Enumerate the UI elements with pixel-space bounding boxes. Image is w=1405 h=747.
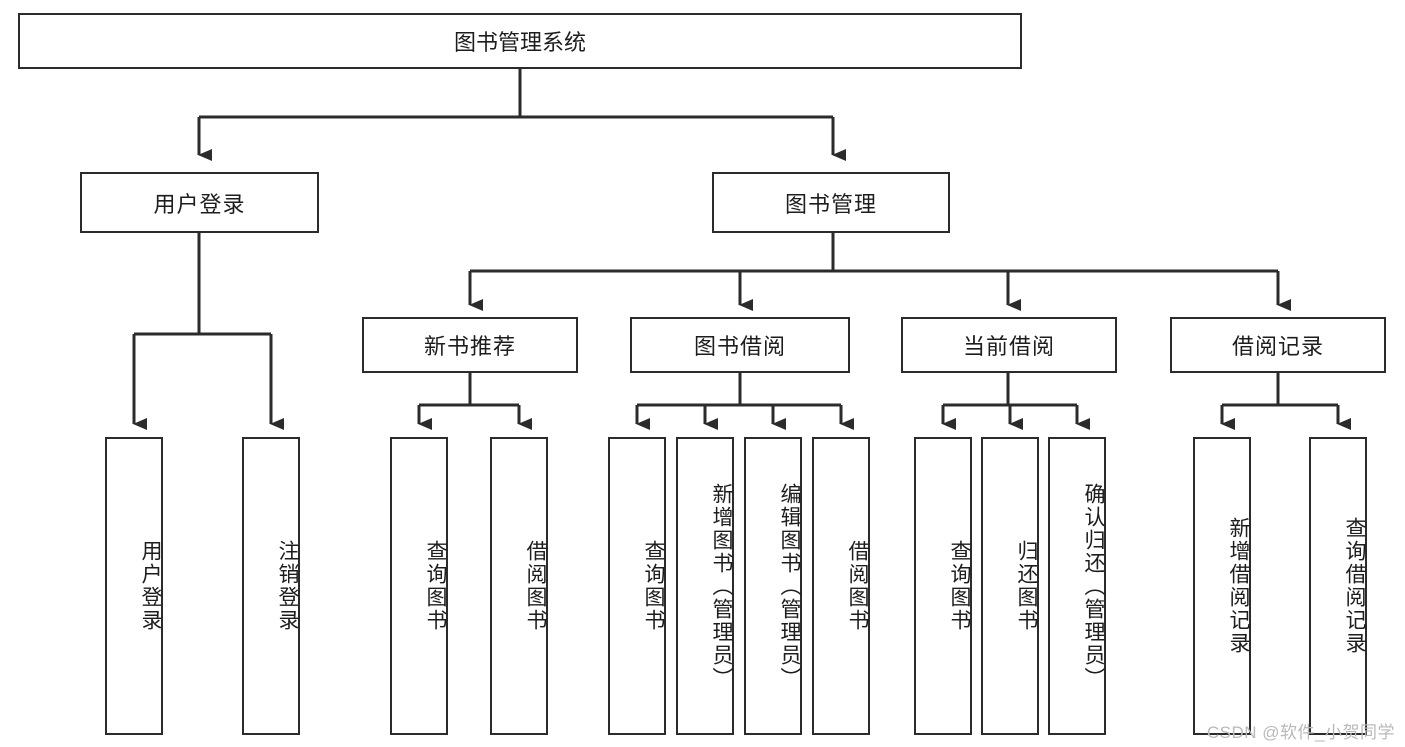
node-leaf-query-record[interactable]: 查询借阅记录 bbox=[1309, 437, 1367, 735]
node-leaf-confirm-return[interactable]: 确认归还（管理员） bbox=[1048, 437, 1106, 735]
node-leaf-query-book-3-label: 查询图书 bbox=[948, 540, 971, 632]
watermark: CSDN @软件_小贺同学 bbox=[1206, 723, 1395, 742]
node-leaf-user-login[interactable]: 用户登录 bbox=[105, 437, 163, 735]
node-user-login[interactable]: 用户登录 bbox=[80, 172, 319, 233]
node-leaf-add-book[interactable]: 新增图书（管理员） bbox=[676, 437, 734, 735]
node-leaf-edit-book-label: 编辑图书（管理员） bbox=[778, 482, 801, 690]
node-root-label: 图书管理系统 bbox=[453, 30, 586, 55]
node-new-book-recommend-label: 新书推荐 bbox=[423, 334, 516, 359]
node-borrow-record[interactable]: 借阅记录 bbox=[1170, 317, 1386, 373]
node-leaf-query-book-2-label: 查询图书 bbox=[642, 540, 665, 632]
node-leaf-edit-book[interactable]: 编辑图书（管理员） bbox=[744, 437, 802, 735]
node-leaf-query-book-2[interactable]: 查询图书 bbox=[608, 437, 666, 735]
node-user-login-label: 用户登录 bbox=[153, 191, 246, 217]
node-leaf-confirm-return-label: 确认归还（管理员） bbox=[1082, 482, 1105, 690]
node-borrow-record-label: 借阅记录 bbox=[1231, 334, 1324, 359]
node-leaf-borrow-book-1-label: 借阅图书 bbox=[524, 540, 547, 632]
node-book-borrow-label: 图书借阅 bbox=[693, 334, 786, 359]
node-leaf-return-book-label: 归还图书 bbox=[1015, 540, 1038, 632]
node-leaf-logout-login[interactable]: 注销登录 bbox=[242, 437, 300, 735]
node-leaf-add-record-label: 新增借阅记录 bbox=[1227, 517, 1250, 655]
node-leaf-borrow-book-2-label: 借阅图书 bbox=[846, 540, 869, 632]
node-leaf-borrow-book-1[interactable]: 借阅图书 bbox=[490, 437, 548, 735]
node-leaf-logout-login-label: 注销登录 bbox=[276, 540, 299, 632]
node-leaf-query-book-3[interactable]: 查询图书 bbox=[914, 437, 972, 735]
node-leaf-user-login-label: 用户登录 bbox=[139, 540, 162, 632]
node-root[interactable]: 图书管理系统 bbox=[18, 13, 1022, 69]
node-book-manage-label: 图书管理 bbox=[784, 191, 877, 217]
node-leaf-add-book-label: 新增图书（管理员） bbox=[710, 482, 733, 690]
node-book-borrow[interactable]: 图书借阅 bbox=[630, 317, 850, 373]
node-leaf-query-record-label: 查询借阅记录 bbox=[1343, 517, 1366, 655]
node-leaf-query-book-1-label: 查询图书 bbox=[424, 540, 447, 632]
node-leaf-borrow-book-2[interactable]: 借阅图书 bbox=[812, 437, 870, 735]
node-leaf-query-book-1[interactable]: 查询图书 bbox=[390, 437, 448, 735]
node-leaf-add-record[interactable]: 新增借阅记录 bbox=[1193, 437, 1251, 735]
node-book-manage[interactable]: 图书管理 bbox=[712, 172, 950, 233]
node-current-borrow[interactable]: 当前借阅 bbox=[901, 317, 1117, 373]
node-new-book-recommend[interactable]: 新书推荐 bbox=[362, 317, 578, 373]
node-current-borrow-label: 当前借阅 bbox=[962, 334, 1055, 359]
node-leaf-return-book[interactable]: 归还图书 bbox=[981, 437, 1039, 735]
